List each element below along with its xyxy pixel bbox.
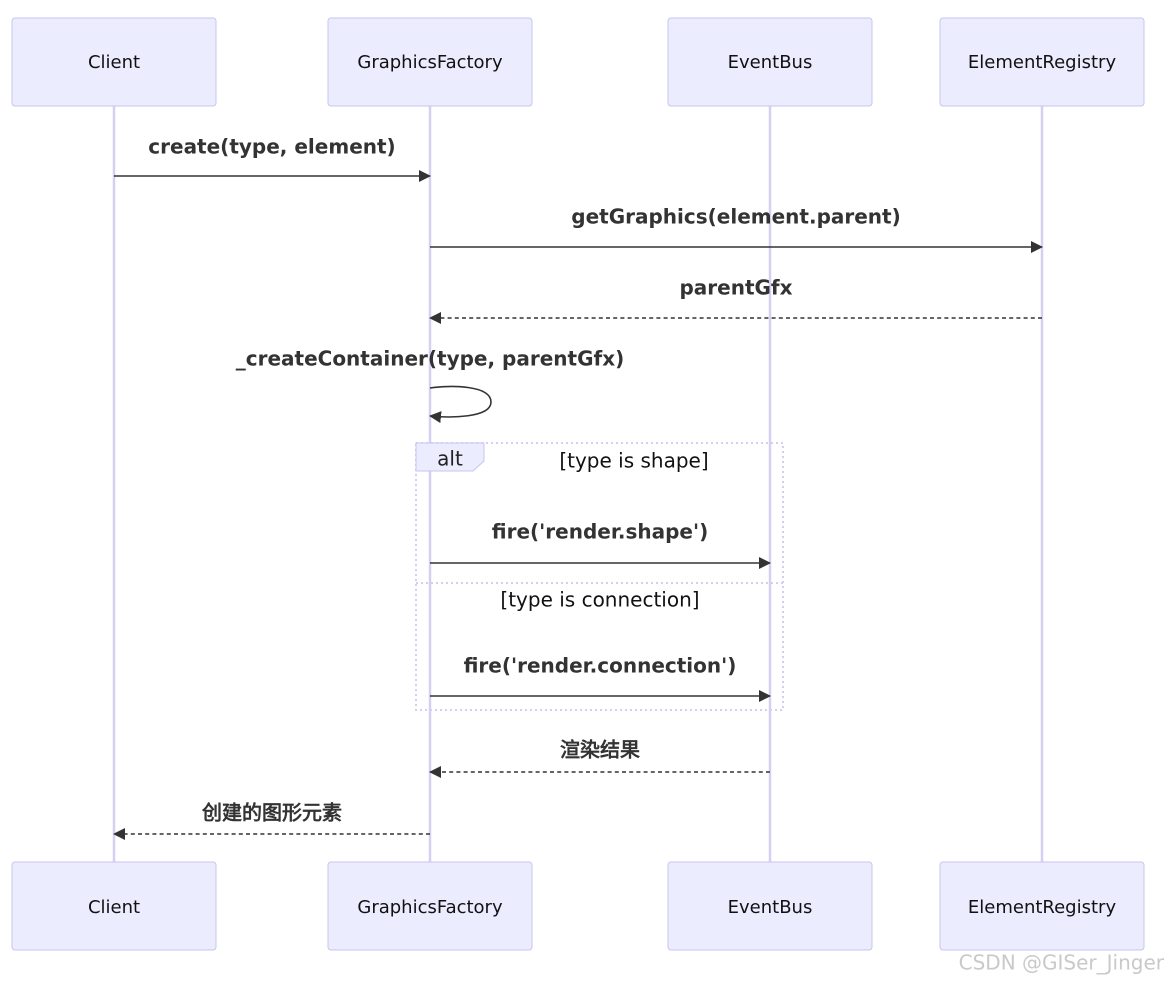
actor-label: Client	[88, 897, 140, 918]
message-label: getGraphics(element.parent)	[571, 205, 901, 229]
actor-event-bus-top[interactable]: EventBus	[667, 17, 873, 107]
message-fire-render-shape: fire('render.shape')	[430, 520, 771, 569]
message-get-graphics: getGraphics(element.parent)	[430, 205, 1043, 253]
message-created-element: 创建的图形元素	[113, 801, 430, 840]
actor-client-top[interactable]: Client	[11, 17, 217, 107]
actor-graphics-factory-bottom[interactable]: GraphicsFactory	[327, 861, 533, 951]
message-label: 创建的图形元素	[201, 801, 342, 825]
actor-label: EventBus	[728, 52, 813, 73]
actor-client-bottom[interactable]: Client	[11, 861, 217, 951]
message-label: parentGfx	[679, 276, 792, 300]
message-fire-render-connection: fire('render.connection')	[430, 654, 771, 702]
self-loop-arrow	[429, 385, 492, 424]
message-label: create(type, element)	[148, 135, 395, 159]
actor-element-registry-top[interactable]: ElementRegistry	[939, 17, 1145, 107]
message-label: fire('render.shape')	[492, 520, 708, 544]
message-parent-gfx: parentGfx	[429, 276, 1042, 324]
message-render-result: 渲染结果	[429, 738, 770, 778]
alt-condition-shape: [type is shape]	[559, 449, 708, 473]
alt-block: alt [type is shape] [type is connection]	[415, 442, 784, 711]
alt-keyword: alt	[437, 447, 463, 471]
actor-label: ElementRegistry	[968, 52, 1117, 73]
watermark-text: CSDN @GISer_Jinger	[959, 951, 1165, 975]
actor-event-bus-bottom[interactable]: EventBus	[667, 861, 873, 951]
actor-label: EventBus	[728, 897, 813, 918]
actor-label: GraphicsFactory	[357, 897, 503, 918]
alt-tab	[415, 442, 485, 472]
message-create: create(type, element)	[114, 135, 431, 182]
message-label: _createContainer(type, parentGfx)	[236, 347, 625, 371]
message-label: 渲染结果	[560, 738, 640, 762]
message-create-container: _createContainer(type, parentGfx)	[236, 347, 625, 424]
actor-label: ElementRegistry	[968, 897, 1117, 918]
actor-graphics-factory-top[interactable]: GraphicsFactory	[327, 17, 533, 107]
actor-element-registry-bottom[interactable]: ElementRegistry	[939, 861, 1145, 951]
actor-label: GraphicsFactory	[357, 52, 503, 73]
alt-frame	[415, 442, 784, 711]
message-label: fire('render.connection')	[464, 654, 737, 678]
actor-label: Client	[88, 52, 140, 73]
alt-condition-connection: [type is connection]	[500, 588, 699, 612]
